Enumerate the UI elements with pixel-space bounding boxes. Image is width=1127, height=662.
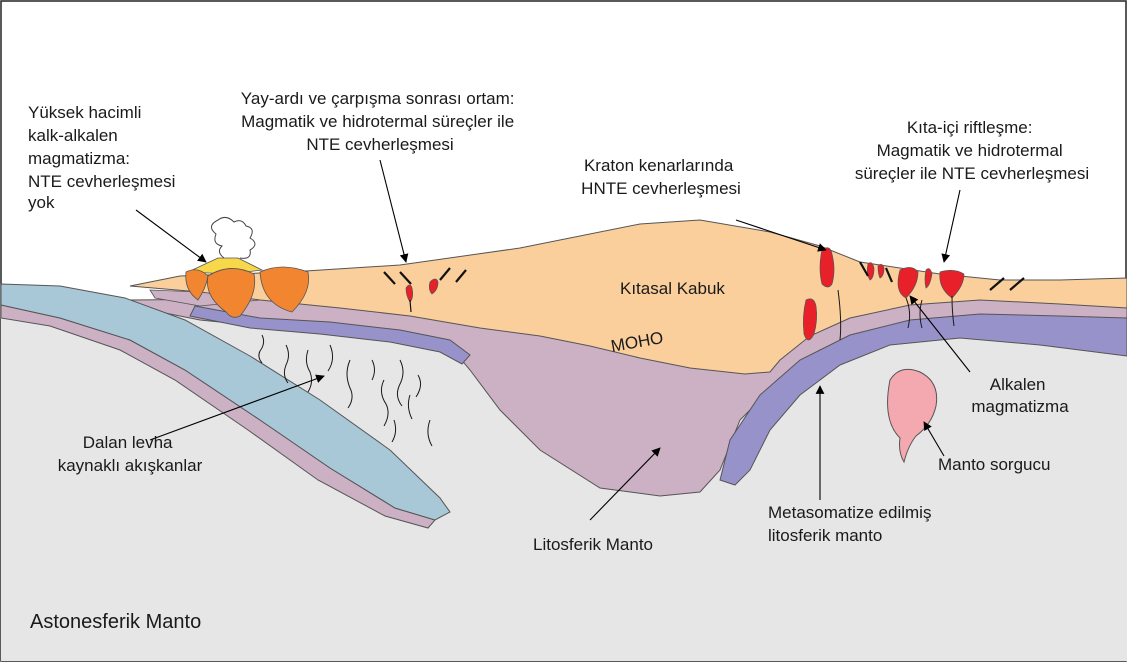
label-astheno: Astonesferik Manto — [30, 611, 201, 633]
label-crust: Kıtasal Kabuk — [620, 279, 725, 298]
label-plume: Manto sorgucu — [938, 455, 1050, 474]
label-litho-mantle: Litosferik Manto — [533, 535, 653, 554]
